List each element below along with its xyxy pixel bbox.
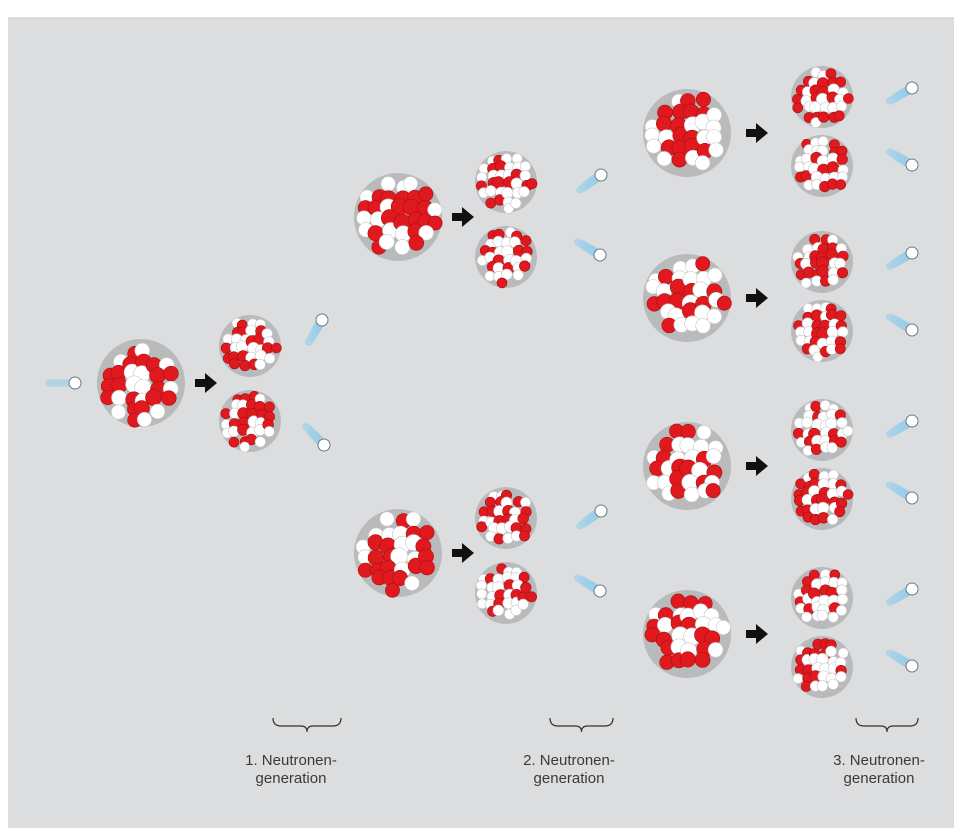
fragment-nucleus xyxy=(791,567,853,629)
fragment-nucleus xyxy=(791,66,854,128)
uranium-nucleus-gen2 xyxy=(643,590,731,678)
generation-brace-1 xyxy=(272,717,342,733)
fragment-nucleus xyxy=(475,562,537,624)
generation-label-3: 3. Neutronen- generation xyxy=(833,752,925,787)
uranium-nucleus-gen0 xyxy=(97,339,185,428)
neutron-gen2 xyxy=(575,504,608,531)
neutron-gen2 xyxy=(573,573,607,598)
uranium-nucleus-gen1 xyxy=(354,509,442,598)
incoming-neutron xyxy=(44,376,82,390)
fragment-nucleus xyxy=(475,151,538,214)
generation-brace-2 xyxy=(549,717,614,733)
fragment-nucleus xyxy=(219,390,281,453)
uranium-nucleus-gen2 xyxy=(643,254,732,342)
fission-arrow-gen0 xyxy=(195,373,217,393)
fragment-nucleus xyxy=(791,135,853,197)
fragment-nucleus xyxy=(791,300,853,363)
generation-label-2: 2. Neutronen- generation xyxy=(523,752,615,787)
fission-arrow-gen2 xyxy=(746,456,768,476)
neutron-gen1 xyxy=(303,313,329,347)
fission-arrow-gen1 xyxy=(452,543,474,563)
neutron-gen1 xyxy=(301,422,331,452)
fission-arrow-gen2 xyxy=(746,624,768,644)
neutron-gen2 xyxy=(573,237,607,262)
fission-arrow-gen2 xyxy=(746,288,768,308)
neutron-gen3 xyxy=(885,414,919,439)
fragment-nucleus xyxy=(475,226,537,289)
neutron-gen3 xyxy=(885,480,919,505)
fragment-nucleus xyxy=(791,231,853,293)
neutron-gen3 xyxy=(885,246,919,271)
fragment-nucleus xyxy=(791,399,854,461)
fragment-nucleus xyxy=(219,315,282,377)
fragment-nucleus xyxy=(791,636,853,698)
fission-arrow-gen2 xyxy=(746,123,768,143)
fragment-nucleus xyxy=(475,487,537,549)
uranium-nucleus-gen1 xyxy=(354,173,443,261)
generation-label-1: 1. Neutronen- generation xyxy=(245,752,337,787)
uranium-nucleus-gen2 xyxy=(643,89,731,177)
fission-arrow-gen1 xyxy=(452,207,474,227)
neutron-gen3 xyxy=(885,312,919,337)
generation-brace-3 xyxy=(855,717,919,733)
neutron-gen3 xyxy=(885,147,919,172)
neutron-gen3 xyxy=(885,81,919,106)
neutron-gen3 xyxy=(885,582,919,607)
fragment-nucleus xyxy=(791,468,854,530)
neutron-gen2 xyxy=(575,168,608,195)
uranium-nucleus-gen2 xyxy=(643,422,731,510)
neutron-gen3 xyxy=(885,648,919,673)
